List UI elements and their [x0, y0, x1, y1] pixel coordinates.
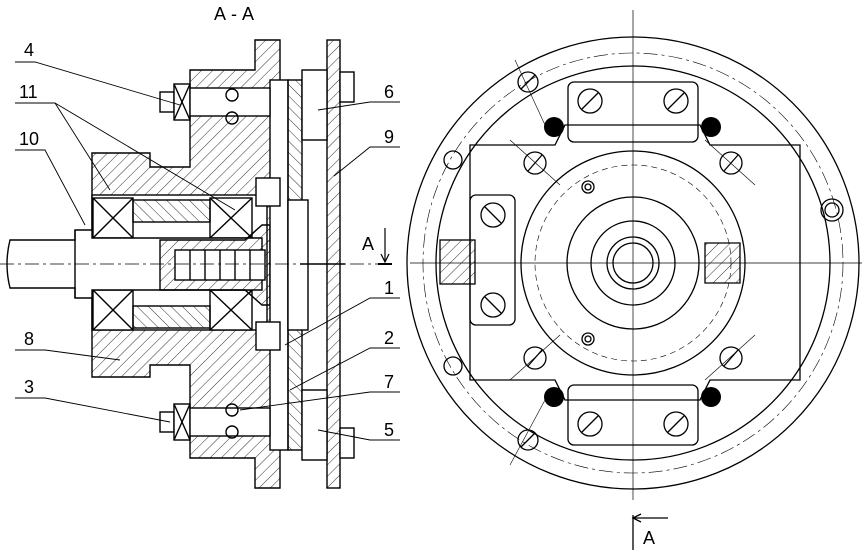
- screw-inner-br: [719, 346, 743, 370]
- section-mark-top: [378, 228, 392, 265]
- callout-leaders: [15, 61, 400, 441]
- front-view: [406, 10, 862, 500]
- dowel-pin-tl: [544, 117, 564, 137]
- rim-bolt-upper-left: [517, 71, 539, 93]
- callout-5: 5: [384, 420, 394, 440]
- body-plate: [469, 124, 801, 401]
- bearing-left-bottom: [92, 289, 134, 331]
- spacer-sleeve-bottom: [132, 305, 211, 329]
- callout-11: 11: [19, 82, 38, 102]
- screw-slider-bottom: [480, 292, 506, 318]
- clamp-block-part-5: [301, 389, 328, 461]
- clamp-block-part-6: [301, 69, 328, 141]
- callout-1: 1: [384, 278, 394, 298]
- screw-inner-tl: [523, 151, 547, 175]
- screw-inner-bl: [523, 346, 547, 370]
- key-right: [704, 242, 741, 284]
- bearing-left-top: [92, 197, 134, 239]
- screw-jaw-top-right: [663, 88, 689, 114]
- screw-jaw-bottom-right: [663, 411, 689, 437]
- callout-6: 6: [384, 82, 394, 102]
- callout-4: 4: [24, 40, 34, 60]
- bolt-part-3: [159, 403, 271, 441]
- rim-bolt-right: [820, 198, 844, 222]
- dowel-pin-bl: [544, 387, 564, 407]
- rim-bolt-left: [443, 150, 463, 170]
- bolt-part-4: [159, 83, 271, 125]
- jaw-top: [567, 81, 699, 143]
- screw-jaw-top-left: [577, 88, 603, 114]
- bore-center: [606, 236, 660, 290]
- section-mark-top-label: A: [362, 234, 374, 254]
- section-view: [0, 39, 390, 489]
- jaw-bottom: [567, 384, 699, 446]
- callout-3: 3: [24, 377, 34, 397]
- bearing-right-top: [209, 197, 253, 239]
- callout-2: 2: [384, 328, 394, 348]
- rim-bolt-lower-left: [517, 429, 539, 451]
- dowel-pin-tr: [701, 117, 721, 137]
- callout-10: 10: [19, 129, 39, 149]
- bore-inner: [590, 220, 676, 306]
- inner-rim: [435, 65, 831, 461]
- callout-9: 9: [384, 127, 394, 147]
- spacer-sleeve-top: [132, 199, 211, 223]
- dowel-pins: [544, 117, 721, 407]
- bore-mid: [566, 196, 700, 330]
- bore-outer: [520, 150, 746, 376]
- screw-slider-top: [480, 202, 506, 228]
- screw-jaw-bottom-left: [577, 411, 603, 437]
- dowel-pin-br: [701, 387, 721, 407]
- bearing-right-bottom: [209, 289, 253, 331]
- rim-bolt-left-lower: [443, 356, 463, 376]
- outer-rim: [406, 36, 860, 490]
- callout-7: 7: [384, 372, 394, 392]
- callout-8: 8: [24, 329, 34, 349]
- faceplate-part-1: [269, 79, 289, 451]
- section-mark-bottom-label: A: [643, 528, 655, 548]
- section-title: А - А: [214, 4, 254, 24]
- section-mark-bottom: [631, 513, 668, 550]
- callout-labels: 4 11 10 8 3 6 9 1 2 7 5: [19, 40, 394, 440]
